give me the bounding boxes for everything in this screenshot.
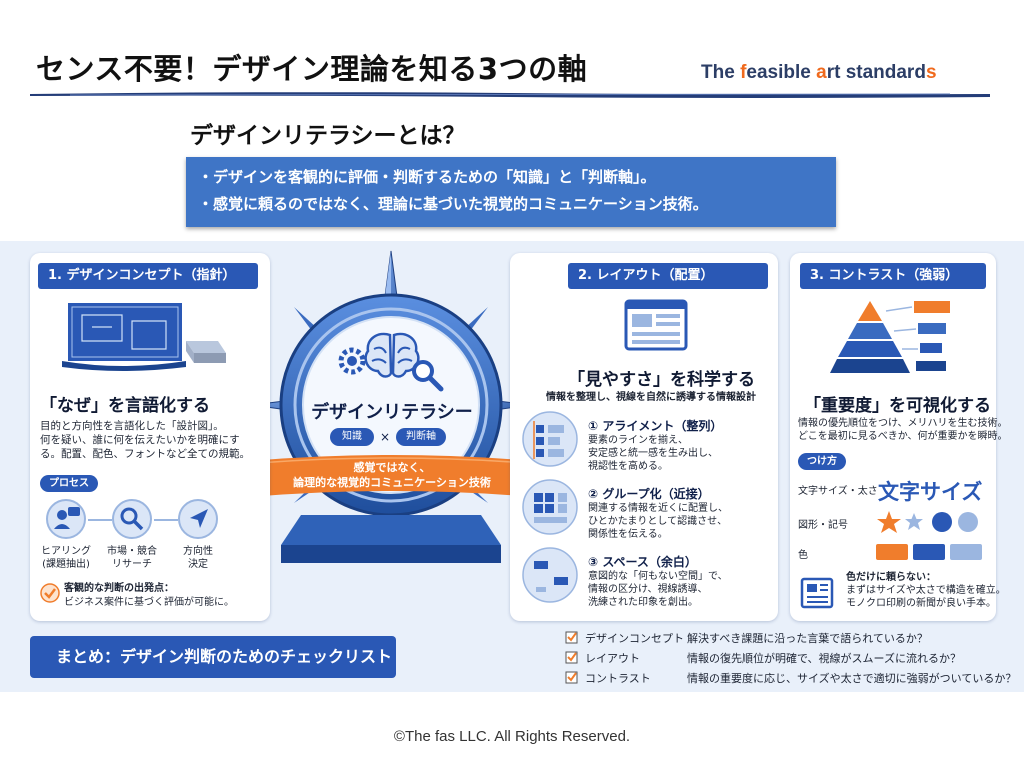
magnifier-icon [412, 360, 444, 392]
panel-heading: 「重要度」を可視化する [804, 396, 991, 416]
copyright-footer: ©The fas LLC. All Rights Reserved. [393, 728, 631, 745]
navigation-arrow-icon [190, 509, 208, 528]
principle-line: 洗練された印象を創出。 [588, 597, 698, 608]
principle-line: ひとかたまりとして認識させ、 [588, 516, 728, 527]
step-sublabel: (課題抽出) [42, 559, 90, 570]
section-subheading: デザインリテラシーとは？ [190, 123, 466, 149]
alignment-diagram [522, 411, 578, 467]
step-label: 方向性 [183, 546, 213, 557]
brush-underline [30, 92, 990, 98]
size-weight-sample: 文字サイズ [878, 480, 983, 504]
panel-body-line: 情報の優先順位をつけ、メリハリを生む技術。 [798, 418, 1008, 429]
definition-line: ・デザインを客観的に評価・判断するための「知識」と「判断軸」。 [198, 168, 656, 186]
panel-body-line: 目的と方向性を言語化した「設計図」。 [40, 420, 224, 432]
brand-part: easible [746, 62, 817, 83]
brand-part-highlight: f [740, 62, 747, 83]
brand-logo: The feasible art standards [701, 62, 937, 84]
method-row-label: 色 [798, 550, 808, 561]
brand-part-highlight: s [925, 62, 937, 83]
checklist: デザインコンセプト 解決すべき課題に沿った言葉で語られているか？ レイアウト 情… [565, 629, 1016, 689]
note-line: まずはサイズや太さで構造を確立。 [846, 585, 1006, 596]
panel-design-concept: 1. デザインコンセプト（指針） 「なぜ」を言語化する 目的と方向性を言語化した… [30, 253, 270, 621]
panel-header: 3. コントラスト（強弱） [800, 263, 986, 289]
center-tags: 知識 × 判断軸 [330, 428, 454, 446]
brand-part-highlight: a [816, 62, 827, 83]
panel-contrast: 3. コントラスト（強弱） 「重要度」を可視化する 情報の優先順位をつけ、メリハ… [790, 253, 1008, 621]
step-sublabel: リサーチ [112, 559, 152, 570]
checklist-item-question: 情報の復先順位が明確で、視線がスムーズに流れるか？ [687, 652, 962, 665]
checklist-item-name: コントラスト [585, 672, 651, 685]
gear-icon [338, 347, 366, 375]
principle-line: 意図的な「何もない空間」で、 [588, 571, 728, 582]
step-label: ヒアリング [41, 546, 91, 557]
principle-line: 安定感と統一感を生み出し、 [588, 448, 718, 459]
note-line: 色だけに頼らない： [846, 572, 936, 583]
panel-body-line: どこを最初に見るべきか、何が重要かを瞬時。 [798, 431, 1008, 442]
brand-part: rt standard [826, 62, 926, 83]
checklist-item-question: 解決すべき課題に沿った言葉で語られているか？ [687, 632, 928, 645]
principle-line: 関連する情報を近くに配置し、 [588, 503, 728, 514]
principle-line: 要素のラインを揃え、 [588, 435, 688, 446]
pyramid-icon [830, 301, 950, 373]
panel-header: 1. デザインコンセプト（指針） [38, 263, 258, 289]
shape-symbol-samples [877, 511, 978, 533]
summary-bar: まとめ：デザイン判断のためのチェックリスト [30, 636, 396, 678]
orange-ribbon [250, 455, 534, 497]
checklist-item-name: レイアウト [585, 652, 640, 665]
tag-knowledge: 知識 [330, 428, 374, 446]
orange-check-icon [40, 583, 60, 603]
research-step-circle [112, 499, 152, 539]
method-row-label: 文字サイズ・太さ [798, 486, 878, 497]
newspaper-icon [800, 577, 834, 609]
definition-line: ・感覚に頼るのではなく、理論に基づいた視覚的コミュニケーション技術。 [198, 195, 708, 213]
hearing-step-circle [46, 499, 86, 539]
principle-title: ③ スペース（余白） [588, 555, 697, 569]
checkbox-icon [565, 671, 578, 684]
center-title: デザインリテラシー [311, 402, 473, 423]
panel-heading: 「見やすさ」を科学する [568, 370, 755, 390]
checklist-item-question: 情報の重要度に応じ、サイズや太さで適切に強弱がついているか？ [687, 672, 1017, 685]
note-line: ビジネス案件に基づく評価が可能に。 [64, 597, 234, 608]
slide-title: センス不要！デザイン理論を知る3つの軸 [36, 52, 588, 86]
method-label: つけ方 [798, 453, 846, 470]
panel-layout: 2. レイアウト（配置） 「見やすさ」を科学する 情報を整理し、視線を自然に誘導… [510, 253, 778, 621]
panel-lead: 情報を整理し、視線を自然に誘導する情報設計 [546, 392, 756, 403]
checkbox-icon [565, 631, 578, 644]
search-icon [120, 507, 144, 531]
checklist-item-name: デザインコンセプト [585, 632, 684, 645]
process-label: プロセス [40, 475, 98, 492]
whitespace-diagram [522, 547, 578, 603]
grouping-diagram [522, 479, 578, 535]
principle-title: ① アライメント（整列） [588, 419, 723, 433]
process-connector [88, 519, 178, 521]
tag-criteria: 判断軸 [396, 428, 446, 446]
brain-icon [364, 332, 420, 378]
panel-body-line: 何を疑い、誰に何を伝えたいかを明確にす [40, 434, 240, 446]
note-line: 客観的な判断の出発点： [64, 583, 174, 594]
step-label: 市場・競合 [107, 546, 157, 557]
color-samples [876, 544, 982, 560]
note-line: モノクロ印刷の新聞が良い手本。 [846, 598, 996, 609]
panel-header: 2. レイアウト（配置） [568, 263, 768, 289]
definition-box: ・デザインを客観的に評価・判断するための「知識」と「判断軸」。 ・感覚に頼るので… [186, 157, 836, 227]
blueprint-icon [62, 303, 226, 371]
direction-step-circle [178, 499, 218, 539]
checkbox-icon [565, 651, 578, 664]
times-sign: × [379, 430, 391, 444]
brand-part: The [701, 62, 741, 83]
layout-window-icon [624, 299, 688, 351]
step-sublabel: 決定 [188, 559, 208, 570]
method-row-label: 図形・記号 [798, 520, 848, 531]
principle-line: 情報の区分け、視線誘導、 [588, 584, 708, 595]
principle-line: 視認性を高める。 [588, 461, 668, 472]
principle-title: ② グループ化（近接） [588, 487, 710, 501]
chat-icon [54, 507, 80, 529]
infographic-banner: デザインリテラシー 知識 × 判断軸 感覚ではなく、 論理的な視覚的コミュニケー… [0, 241, 1024, 692]
principle-line: 関係性を伝える。 [588, 529, 668, 540]
ribbon-text-2: 論理的な視覚的コミュニケーション技術 [293, 476, 491, 489]
panel-body-line: る。配置、配色、フォントなど全ての規範。 [40, 448, 250, 460]
ribbon-text-1: 感覚ではなく、 [353, 461, 431, 474]
panel-heading: 「なぜ」を言語化する [40, 396, 210, 416]
